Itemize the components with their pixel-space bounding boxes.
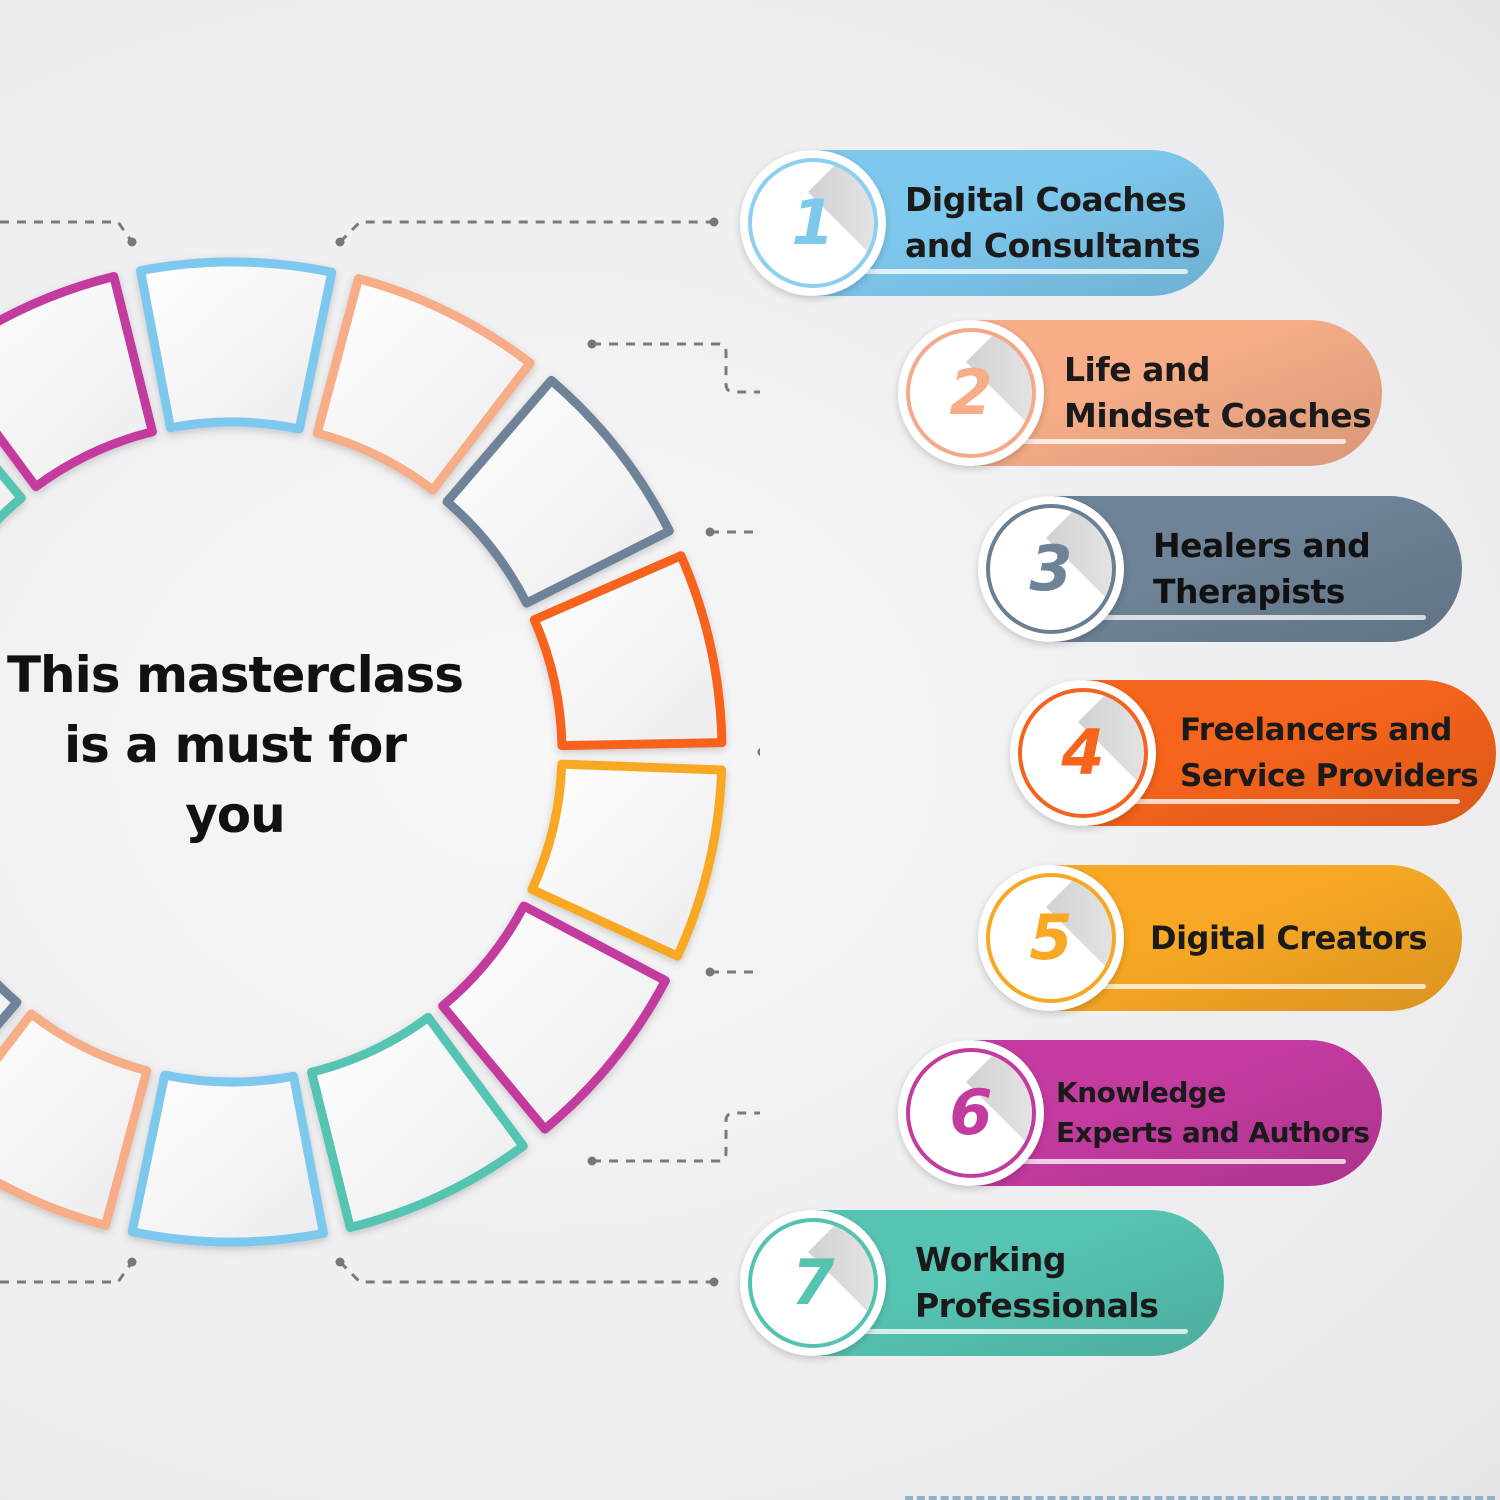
wheel-segment	[307, 1012, 528, 1233]
center-title-line2: is a must for	[64, 716, 407, 774]
list-item-6: 6 Knowledge Experts and Authors	[898, 1040, 1382, 1186]
connector-dot	[335, 237, 345, 247]
item-4-number: 4	[1061, 716, 1105, 789]
connector-dot	[587, 1156, 597, 1166]
item-1-number: 1	[791, 186, 835, 259]
item-2-label-line1: Life and	[1064, 350, 1210, 389]
list-item-2: 2 Life and Mindset Coaches	[898, 320, 1382, 466]
list-item-5: 5 Digital Creators	[978, 865, 1462, 1011]
connector-dot	[127, 237, 137, 247]
connector-dot	[705, 967, 715, 977]
connector-dot	[705, 527, 715, 537]
dashed-connector-line	[710, 970, 760, 974]
item-4-label-line2: Service Providers	[1180, 758, 1479, 794]
item-3-label-line1: Healers and	[1153, 526, 1371, 565]
connector-dot	[709, 217, 719, 227]
dashed-connector-line	[592, 342, 760, 394]
dashed-connector-line	[338, 220, 714, 244]
center-title-line3: you	[185, 786, 286, 844]
item-6-label-line1: Knowledge	[1056, 1076, 1226, 1109]
item-3-number: 3	[1029, 532, 1073, 605]
center-title: This masterclass is a must for you	[0, 640, 470, 850]
item-6-number-badge: 6	[898, 1040, 1044, 1186]
item-1-label-line2: and Consultants	[905, 226, 1201, 265]
wheel-segment	[0, 980, 22, 1029]
wheel-segment	[442, 375, 674, 608]
item-2-label-line2: Mindset Coaches	[1064, 396, 1372, 435]
wheel-segment	[527, 759, 727, 961]
item-1-number-badge: 1	[740, 150, 886, 296]
wheel-segment	[127, 1070, 328, 1247]
item-3-label: Healers and Therapists	[1153, 496, 1371, 642]
wheel-segment	[438, 901, 670, 1134]
item-6-label: Knowledge Experts and Authors	[1056, 1040, 1370, 1186]
wheel-segment	[136, 257, 337, 434]
item-3-label-line2: Therapists	[1153, 572, 1345, 611]
connector-dot	[709, 1277, 719, 1287]
item-6-label-line2: Experts and Authors	[1056, 1116, 1370, 1149]
center-title-line1: This masterclass	[6, 646, 464, 704]
item-6-number: 6	[949, 1076, 993, 1149]
wheel-segment	[529, 551, 727, 751]
dashed-connector-line	[338, 1260, 714, 1284]
item-5-number-badge: 5	[978, 865, 1124, 1011]
wheel-segment	[0, 1009, 152, 1230]
item-4-label: Freelancers and Service Providers	[1180, 680, 1479, 826]
item-2-label: Life and Mindset Coaches	[1064, 320, 1372, 466]
dashed-connector-line	[0, 1261, 134, 1284]
item-7-number-badge: 7	[740, 1210, 886, 1356]
item-4-number-badge: 4	[1010, 680, 1156, 826]
list-item-1: 1 Digital Coaches and Consultants	[740, 150, 1224, 296]
list-item-4: 4 Freelancers and Service Providers	[1010, 680, 1496, 826]
dashed-connector-line	[592, 1111, 760, 1163]
connector-dot	[587, 339, 597, 349]
wheel-segment	[0, 465, 26, 524]
wheel-segment	[0, 271, 157, 492]
list-item-7: 7 Working Professionals	[740, 1210, 1224, 1356]
connector-dot	[757, 747, 760, 757]
item-7-label-line2: Professionals	[915, 1286, 1159, 1325]
list-item-3: 3 Healers and Therapists	[978, 496, 1462, 642]
item-5-number: 5	[1029, 901, 1073, 974]
item-7-number: 7	[791, 1246, 835, 1319]
item-5-label: Digital Creators	[1150, 865, 1428, 1011]
item-1-label-line1: Digital Coaches	[905, 180, 1187, 219]
dashed-connector-line	[0, 220, 134, 243]
connector-dot	[127, 1257, 137, 1267]
dashed-connector-line	[710, 530, 760, 534]
item-5-label-line1: Digital Creators	[1150, 919, 1428, 957]
wheel-segment	[312, 274, 535, 495]
item-7-label: Working Professionals	[915, 1210, 1159, 1356]
bottom-dashed-line	[905, 1496, 1495, 1500]
connector-dot	[335, 1257, 345, 1267]
item-4-label-line1: Freelancers and	[1180, 712, 1452, 748]
item-7-label-line1: Working	[915, 1240, 1067, 1279]
item-2-number: 2	[949, 356, 993, 429]
item-2-number-badge: 2	[898, 320, 1044, 466]
item-3-number-badge: 3	[978, 496, 1124, 642]
segmented-wheel	[0, 217, 760, 1287]
item-1-label: Digital Coaches and Consultants	[905, 150, 1201, 296]
